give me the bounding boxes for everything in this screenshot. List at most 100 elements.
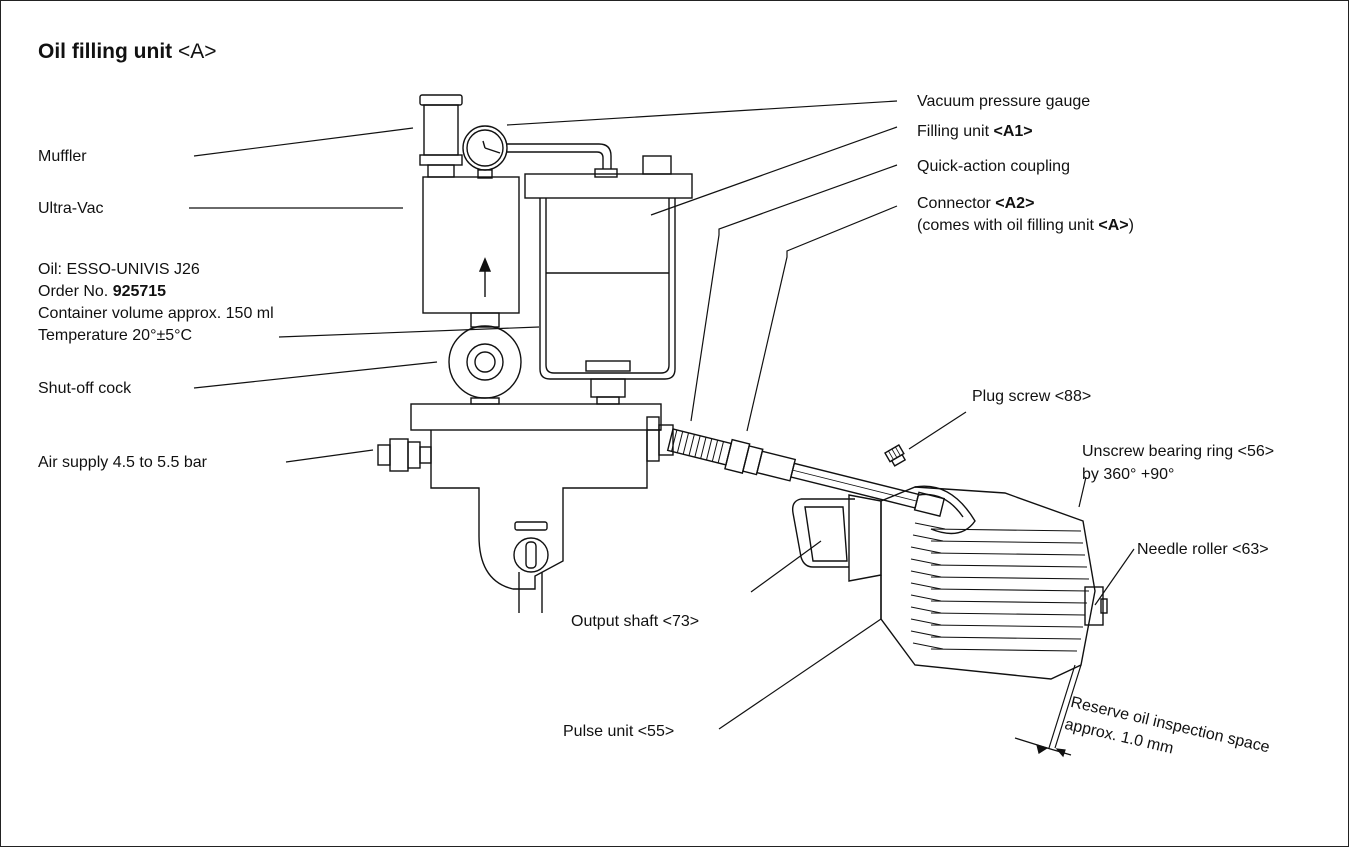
- leader-muffler: [193, 127, 414, 157]
- muffler-cap: [419, 94, 463, 106]
- label-unscrew-angle: by 360° +90°: [1082, 466, 1175, 483]
- ultra-vac-neck: [470, 312, 500, 328]
- needle-roller-end: [1100, 598, 1108, 614]
- leader-unscrew: [1078, 476, 1087, 508]
- leader-output: [750, 540, 822, 593]
- connector-body: [756, 450, 797, 482]
- leader-shutoff: [193, 361, 438, 389]
- pulse-unit-housing: [880, 486, 1096, 680]
- pulse-unit-fins: [910, 522, 1090, 652]
- label-air-supply: Air supply 4.5 to 5.5 bar: [38, 454, 207, 471]
- drain-pipe: [518, 572, 543, 613]
- coupling-knurl: [671, 429, 724, 464]
- drain-valve-handle: [525, 541, 537, 569]
- page-title: Oil filling unit <A>: [38, 39, 217, 65]
- muffler-body: [423, 104, 459, 156]
- muffler-base: [419, 154, 463, 166]
- drain-valve-cap: [514, 521, 548, 531]
- leader-air: [285, 449, 374, 463]
- connector-note-suffix: ): [1128, 217, 1134, 234]
- label-ultra-vac: Ultra-Vac: [38, 200, 104, 217]
- ultra-vac-cylinder: [422, 176, 520, 314]
- leader-vacuum: [506, 100, 898, 126]
- plug-screw-illustration: [884, 444, 907, 467]
- bearing-ring-cutaway: [914, 485, 976, 535]
- needle-roller-cap: [1084, 586, 1104, 626]
- leader-needle: [1094, 548, 1135, 606]
- vacuum-gauge-stem: [477, 169, 493, 179]
- filling-unit-foot-base: [596, 396, 620, 405]
- label-oil-order: Order No. 925715: [38, 281, 166, 302]
- air-connector-nut: [389, 438, 409, 472]
- label-container-volume: Container volume approx. 150 ml: [38, 305, 274, 322]
- filling-unit-lid: [524, 173, 693, 199]
- label-output-shaft: Output shaft <73>: [571, 613, 700, 630]
- base-housing: [430, 430, 648, 590]
- oil-order-number: 925715: [112, 283, 167, 300]
- connector-prefix: Connector: [917, 195, 996, 212]
- muffler-neck: [427, 164, 455, 178]
- oil-order-prefix: Order No.: [38, 283, 113, 300]
- title-main: Oil filling unit: [38, 40, 173, 63]
- drain-valve-body: [513, 537, 549, 573]
- pulse-unit-collar: [848, 494, 882, 582]
- label-connector-note: (comes with oil filling unit <A>): [917, 215, 1134, 236]
- filling-unit-prefix: Filling unit: [917, 123, 994, 140]
- reserve-arrow-head-right: [1055, 748, 1066, 758]
- shutoff-cock-knob: [474, 351, 496, 373]
- label-temperature: Temperature 20°±5°C: [38, 327, 193, 344]
- connector-note-code: <A>: [1098, 217, 1129, 234]
- shutoff-cock-base: [470, 397, 500, 405]
- vacuum-gauge-inner: [466, 129, 504, 167]
- label-quick-coupling: Quick-action coupling: [917, 158, 1070, 175]
- leader-oil: [278, 326, 540, 338]
- connector-tube-center: [792, 469, 917, 502]
- filling-unit-cap: [642, 155, 672, 175]
- label-filling-unit: Filling unit <A1>: [917, 121, 1033, 142]
- label-unscrew-bearing: Unscrew bearing ring <56>: [1082, 443, 1275, 460]
- vacuum-gauge-needle: [482, 140, 501, 154]
- connector-tip: [913, 491, 946, 517]
- gauge-pipe-inner: [507, 151, 604, 169]
- output-shaft-outline: [791, 498, 855, 568]
- air-connector-thread: [419, 446, 432, 464]
- leader-filling: [650, 126, 898, 216]
- leader-pulse: [718, 618, 882, 730]
- label-shutoff-cock: Shut-off cock: [38, 380, 132, 397]
- title-suffix: <A>: [172, 40, 217, 63]
- pipe-fitting: [594, 168, 618, 178]
- bearing-ring-inner: [918, 493, 964, 518]
- reserve-dimension-lines: [1048, 664, 1082, 749]
- leader-lines: [189, 100, 1135, 758]
- shutoff-cock-outer: [448, 325, 522, 399]
- coupling-assembly: [646, 416, 946, 517]
- filling-unit-code: <A1>: [993, 123, 1033, 140]
- label-muffler: Muffler: [38, 148, 87, 165]
- air-connector-tip: [377, 444, 391, 466]
- base-plate: [410, 403, 662, 431]
- reserve-arrow-head-left: [1036, 744, 1049, 754]
- connector-note-prefix: (comes with oil filling unit: [917, 217, 1099, 234]
- leader-quick: [690, 164, 898, 422]
- label-needle-roller: Needle roller <63>: [1137, 541, 1269, 558]
- shutoff-cock-ring: [466, 343, 504, 381]
- flow-arrow-head: [478, 257, 492, 272]
- filling-unit-glass-outer: [539, 198, 676, 380]
- leader-plug: [908, 411, 967, 450]
- label-oil-type: Oil: ESSO-UNIVIS J26: [38, 261, 200, 278]
- label-vacuum-gauge: Vacuum pressure gauge: [917, 93, 1091, 110]
- leader-connector: [746, 205, 898, 432]
- label-connector: Connector <A2>: [917, 193, 1034, 214]
- air-connector-body: [407, 441, 421, 469]
- pulse-unit-illustration: [791, 444, 1108, 680]
- oil-filling-unit-illustration: [377, 94, 693, 613]
- output-shaft-flat: [804, 506, 848, 562]
- outlet-fitting: [646, 416, 660, 462]
- filling-unit-glass-inner: [545, 198, 670, 374]
- connector-code: <A2>: [995, 195, 1035, 212]
- outlet-nut: [658, 424, 674, 456]
- filling-unit-outlet: [585, 360, 631, 372]
- label-pulse-unit: Pulse unit <55>: [563, 723, 675, 740]
- filling-unit-foot: [590, 378, 626, 398]
